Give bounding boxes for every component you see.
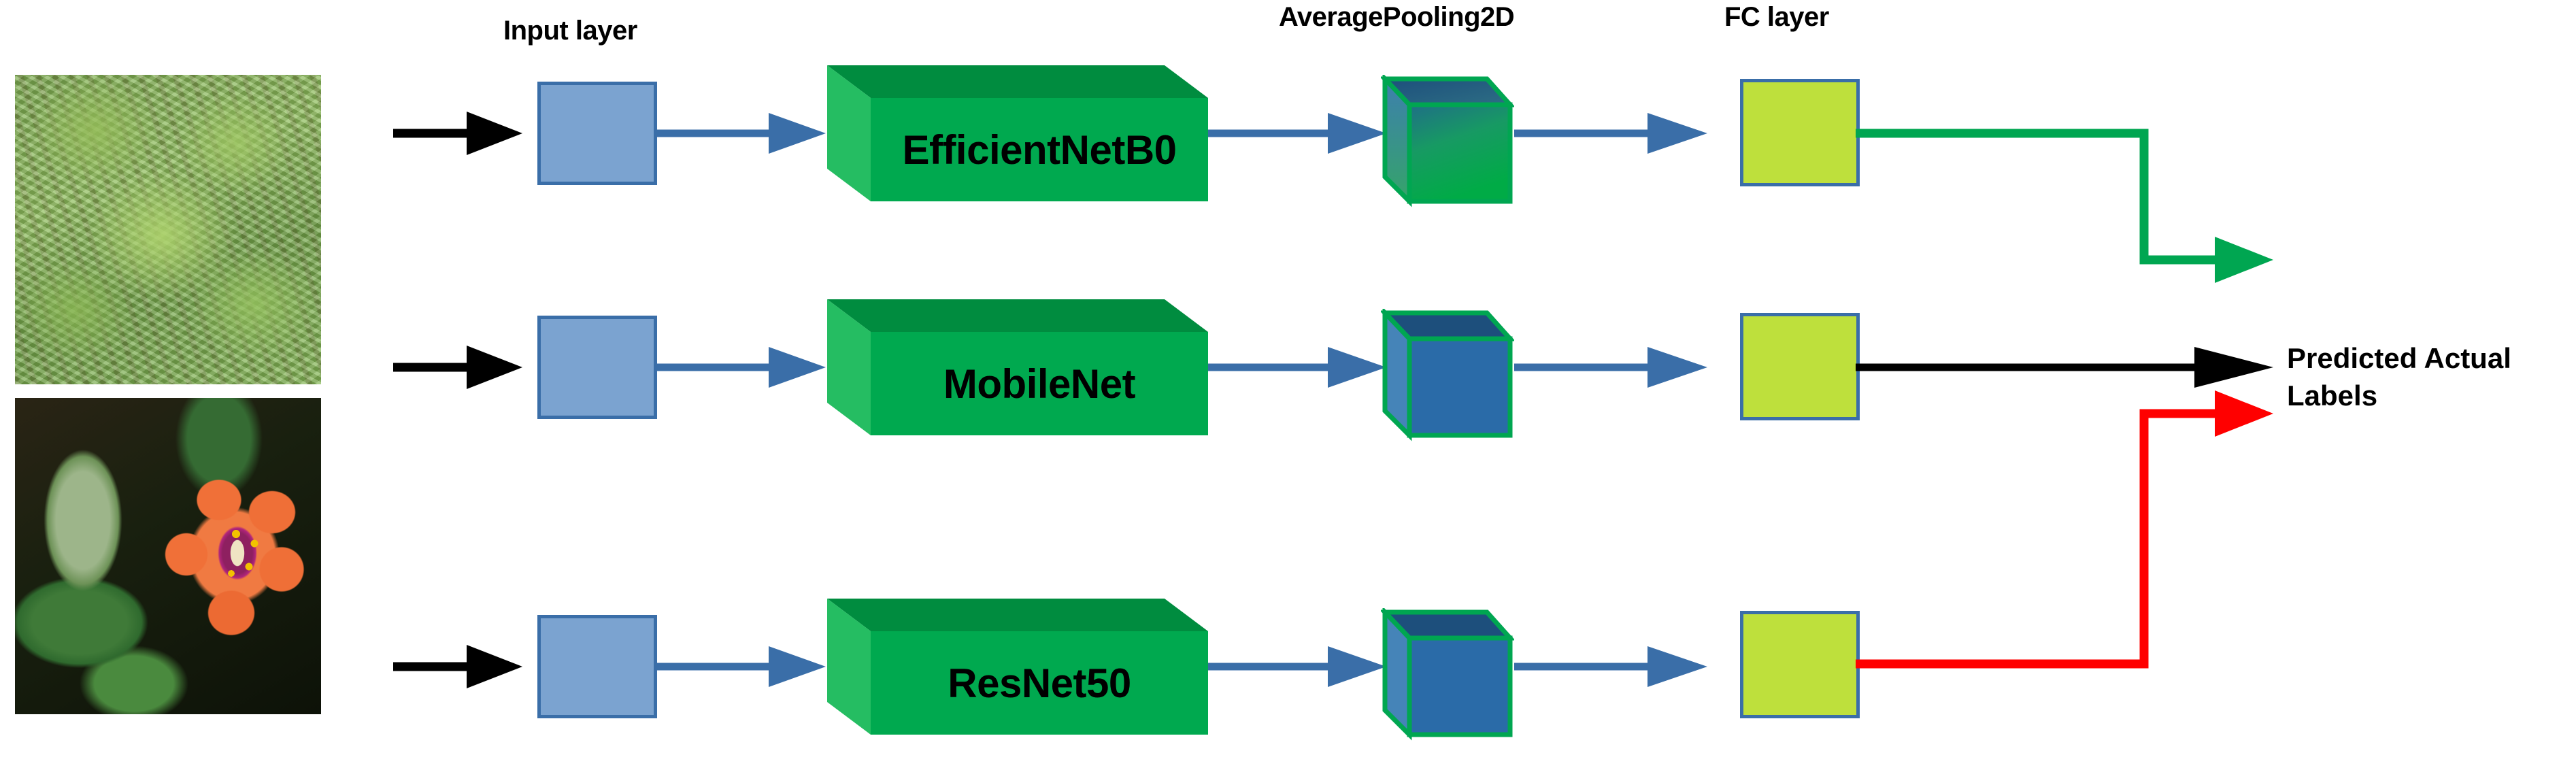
output-route-black (1856, 344, 2291, 399)
average-pooling-cube-row-1 (1381, 75, 1514, 208)
input-arrow-row-1 (393, 106, 533, 161)
connector-pool-to-fc-row-3 (1514, 642, 1725, 691)
output-labels-text: Predicted Actual Labels (2287, 342, 2511, 412)
flower-sample-image (15, 398, 321, 714)
leaves-sample-image (15, 75, 321, 384)
average-pooling-cube-row-3 (1381, 608, 1514, 741)
average-pooling-cube-row-2 (1381, 309, 1514, 442)
connector-model-to-pool-row-2 (1208, 343, 1399, 392)
connector-model-to-pool-row-1 (1208, 109, 1399, 158)
connector-pool-to-fc-row-1 (1514, 109, 1725, 158)
input-layer-box-row-1 (537, 82, 657, 185)
input-layer-box-row-2 (537, 316, 657, 419)
connector-pool-to-fc-row-2 (1514, 343, 1725, 392)
input-layer-box-row-3 (537, 615, 657, 718)
connector-input-to-model-row-2 (654, 343, 838, 392)
fc-layer-box-row-2 (1740, 313, 1860, 420)
input-arrow-row-3 (393, 639, 533, 694)
model-box-efficientnetb0: EfficientNetB0 (827, 65, 1208, 201)
fc-layer-label: FC layer (1724, 2, 1829, 32)
input-layer-label: Input layer (503, 16, 637, 46)
fc-layer-box-row-3 (1740, 611, 1860, 718)
average-pooling-label: AveragePooling2D (1279, 2, 1515, 32)
connector-model-to-pool-row-3 (1208, 642, 1399, 691)
model-box-mobilenet: MobileNet (827, 299, 1208, 435)
input-arrow-row-2 (393, 340, 533, 395)
fc-layer-box-row-1 (1740, 79, 1860, 186)
model-box-resnet50: ResNet50 (827, 599, 1208, 735)
output-route-red (1856, 388, 2291, 687)
connector-input-to-model-row-3 (654, 642, 838, 691)
output-route-green (1856, 116, 2291, 320)
connector-input-to-model-row-1 (654, 109, 838, 158)
